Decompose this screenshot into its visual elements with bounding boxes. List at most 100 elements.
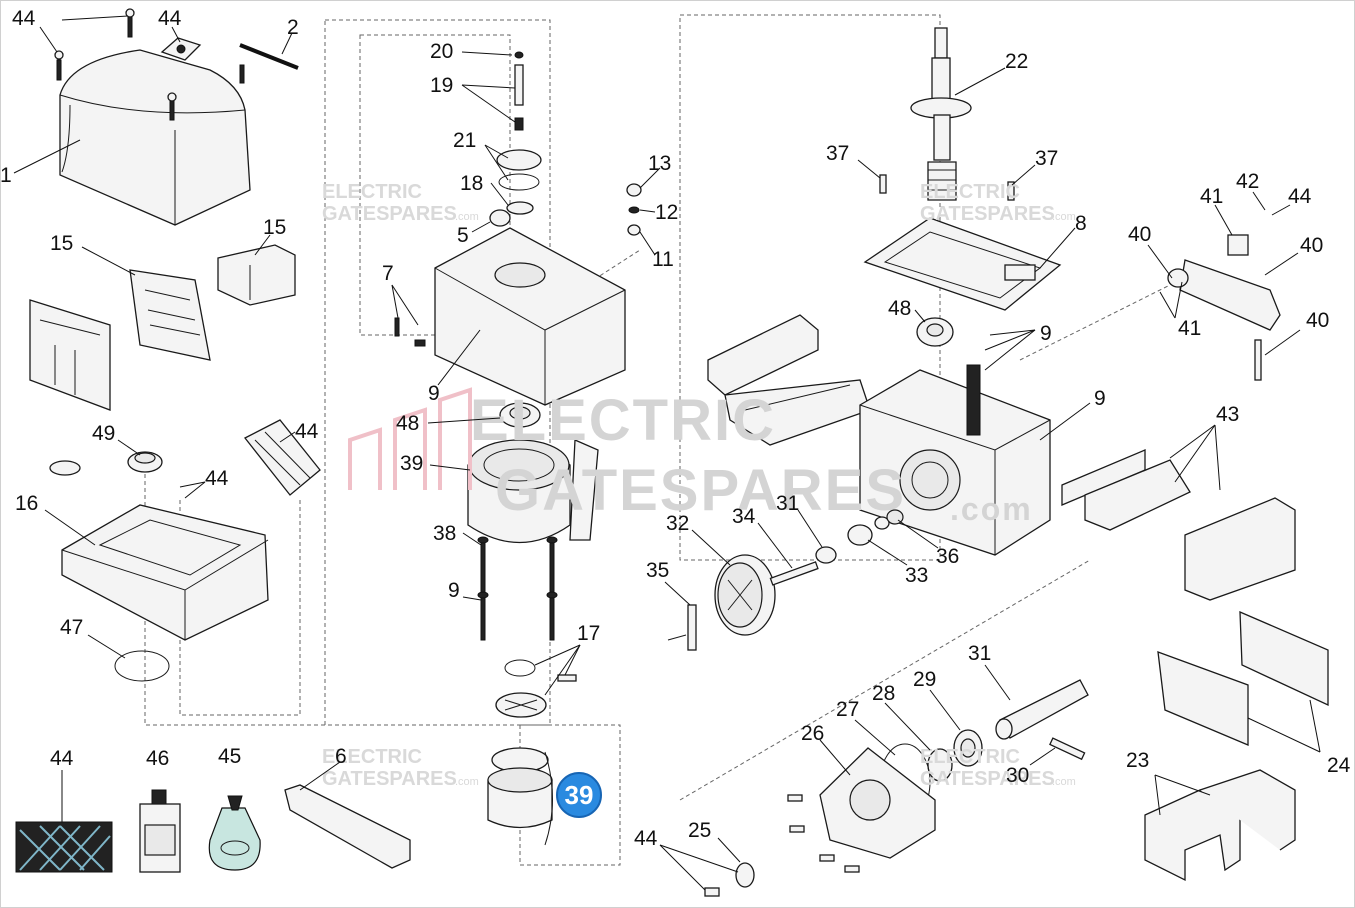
top-screw-part (514, 51, 524, 131)
watermark-small-2: ELECTRIC GATESPARES .com (920, 181, 1076, 225)
oil-bottle-part-46 (139, 789, 181, 873)
flange-part-26 (819, 747, 936, 859)
watermark-small-1: ELECTRIC GATESPARES .com (322, 181, 479, 225)
callout-15: 15 (263, 216, 286, 239)
motor-part-39 (467, 439, 599, 544)
svg-text:ELECTRIC: ELECTRIC (322, 746, 422, 768)
callout-44: 44 (158, 7, 182, 30)
key-part-35 (667, 604, 697, 651)
callout-44: 44 (12, 7, 36, 30)
leader-lines (13, 15, 1321, 891)
callout-23: 23 (1126, 749, 1149, 772)
brackets-part-23 (1144, 769, 1296, 882)
watermark-large-suffix: .com (950, 491, 1033, 527)
output-shaft-part-31 (995, 679, 1089, 740)
watermark-large: ELECTRIC GATESPARES .com (348, 387, 1033, 527)
bearing-part-48-mid (499, 402, 541, 428)
callout-42: 42 (1236, 170, 1259, 193)
bolts-part-26 (787, 794, 860, 873)
bracket-part-43 (1061, 449, 1191, 531)
pins-part-37 (879, 174, 1015, 201)
callout-46: 46 (146, 747, 169, 770)
screw-bag-part-45 (208, 795, 261, 871)
callout-33: 33 (905, 564, 928, 587)
callout-44: 44 (295, 420, 319, 443)
shaft-part-34 (769, 561, 819, 586)
watermark-large-line2: GATESPARES (495, 458, 906, 523)
washers-31-36 (815, 509, 904, 564)
pin-part-30 (1049, 737, 1086, 761)
callout-7: 7 (382, 262, 394, 285)
callout-16: 16 (15, 492, 38, 515)
screws-part-7 (394, 317, 426, 347)
callout-41: 41 (1200, 185, 1223, 208)
badge-label: 39 (565, 780, 594, 810)
callout-19: 19 (430, 74, 453, 97)
callout-41: 41 (1178, 317, 1201, 340)
svg-text:GATESPARES: GATESPARES (322, 203, 457, 225)
callout-12: 12 (655, 201, 678, 224)
flange-part-21 (496, 149, 542, 191)
callout-32: 32 (666, 512, 689, 535)
callout-labels: 44 44 2 1 15 15 49 44 44 16 47 20 19 21 … (0, 7, 1351, 850)
svg-text:ELECTRIC: ELECTRIC (920, 181, 1020, 203)
callout-47: 47 (60, 616, 83, 639)
callout-38: 38 (433, 522, 456, 545)
bearing-part-18 (489, 201, 534, 227)
callout-5: 5 (457, 224, 469, 247)
callout-8: 8 (1075, 212, 1087, 235)
callout-9: 9 (428, 382, 440, 405)
plates-part-24 (1157, 610, 1329, 746)
callout-18: 18 (460, 172, 483, 195)
svg-text:ELECTRIC: ELECTRIC (322, 181, 422, 203)
callout-6: 6 (335, 745, 347, 768)
callout-36: 36 (936, 545, 959, 568)
callout-44: 44 (634, 827, 658, 850)
callout-30: 30 (1006, 764, 1029, 787)
callout-9: 9 (1040, 322, 1052, 345)
cable-gland-part-49 (49, 451, 163, 476)
svg-text:.com: .com (1052, 211, 1076, 223)
callout-44: 44 (205, 467, 229, 490)
callout-39: 39 (400, 452, 423, 475)
callout-48: 48 (396, 412, 419, 435)
callout-44: 44 (50, 747, 74, 770)
callout-43: 43 (1216, 403, 1239, 426)
svg-text:.com: .com (1052, 776, 1076, 788)
callout-35: 35 (646, 559, 669, 582)
callout-37: 37 (1035, 147, 1058, 170)
watermark-small-4: ELECTRIC GATESPARES .com (920, 746, 1076, 790)
seal-part-28 (927, 748, 953, 782)
callout-49: 49 (92, 422, 115, 445)
watermark-small-3: ELECTRIC GATESPARES .com (322, 746, 479, 790)
callout-40: 40 (1128, 223, 1151, 246)
small-parts-11-13 (626, 183, 642, 236)
callout-17: 17 (577, 622, 600, 645)
bracket-part-15 (217, 244, 296, 306)
cover-screws (54, 8, 245, 121)
callout-25: 25 (688, 819, 711, 842)
callout-9: 9 (1094, 387, 1106, 410)
callout-31: 31 (776, 492, 799, 515)
motor-subassembly-39 (487, 747, 553, 846)
gearbox-housing-part-9 (859, 364, 1051, 556)
callout-31: 31 (968, 642, 991, 665)
bolts-part-38-9 (477, 536, 558, 641)
callout-37: 37 (826, 142, 849, 165)
callout-28: 28 (872, 682, 895, 705)
washer-part-25 (704, 862, 755, 897)
square-gasket-part (160, 37, 202, 61)
cover-part-right (1184, 497, 1296, 601)
callout-29: 29 (913, 668, 936, 691)
callout-1: 1 (0, 164, 12, 187)
rail-part-6 (284, 784, 411, 869)
arm-part-40 (1167, 234, 1281, 381)
mesh-part-44 (15, 821, 113, 873)
rod-part-2 (239, 43, 299, 70)
callout-2: 2 (287, 16, 299, 39)
callout-20: 20 (430, 40, 453, 63)
svg-text:.com: .com (455, 211, 479, 223)
callout-24: 24 (1327, 754, 1351, 777)
